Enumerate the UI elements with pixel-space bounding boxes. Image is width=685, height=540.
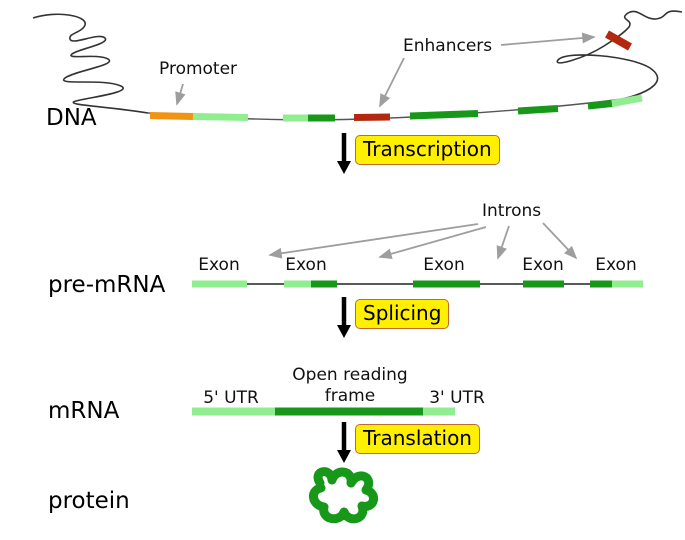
utr3-label: 3' UTR [429, 388, 485, 408]
exon-label-2: Exon [285, 255, 327, 275]
pre-mrna-label: pre-mRNA [48, 272, 166, 298]
dna-exon-segment [409, 110, 479, 120]
enhancer-segment-coil [605, 30, 632, 51]
dna-left-coil [32, 13, 149, 114]
enhancer-arrow-left [379, 57, 405, 108]
protein-blob [309, 467, 378, 524]
dna-label: DNA [46, 105, 97, 131]
promoter-segment [149, 112, 194, 120]
dna-right-coil [556, 10, 683, 100]
exon-label-3: Exon [423, 255, 465, 275]
exon-label-4: Exon [522, 255, 564, 275]
orf-label-line1: Open reading [292, 365, 408, 385]
dna-exon-segment [517, 105, 559, 115]
transcription-arrow [337, 133, 351, 174]
promoter-label: Promoter [159, 59, 238, 79]
intron-arrow-2 [378, 226, 487, 260]
exon-label-5: Exon [595, 255, 637, 275]
transcription-step-box: Transcription [355, 135, 500, 165]
dna-exon-segment [192, 113, 249, 121]
splicing-step-box: Splicing [355, 299, 450, 329]
orf-label-line2: frame [324, 386, 376, 406]
intron-arrow-4 [542, 222, 578, 260]
mrna-label: mRNA [48, 398, 120, 424]
orf-label: Open reading frame [292, 365, 407, 407]
exon-label-1: Exon [198, 255, 240, 275]
enhancer-arrow-right [500, 32, 596, 46]
splicing-arrow [337, 297, 351, 338]
introns-label: Introns [482, 201, 542, 221]
enhancer-segment-main [353, 113, 391, 121]
translation-step-box: Translation [355, 424, 480, 454]
dna-exon-segment [587, 100, 613, 110]
promoter-arrow [175, 83, 186, 106]
protein-label: protein [48, 488, 130, 514]
dna-exon-segment [611, 94, 643, 107]
enhancers-label: Enhancers [403, 36, 493, 56]
intron-arrow-1 [268, 223, 479, 259]
intron-arrow-3 [496, 225, 510, 260]
utr5-label: 5' UTR [203, 388, 259, 408]
translation-arrow [337, 422, 351, 463]
